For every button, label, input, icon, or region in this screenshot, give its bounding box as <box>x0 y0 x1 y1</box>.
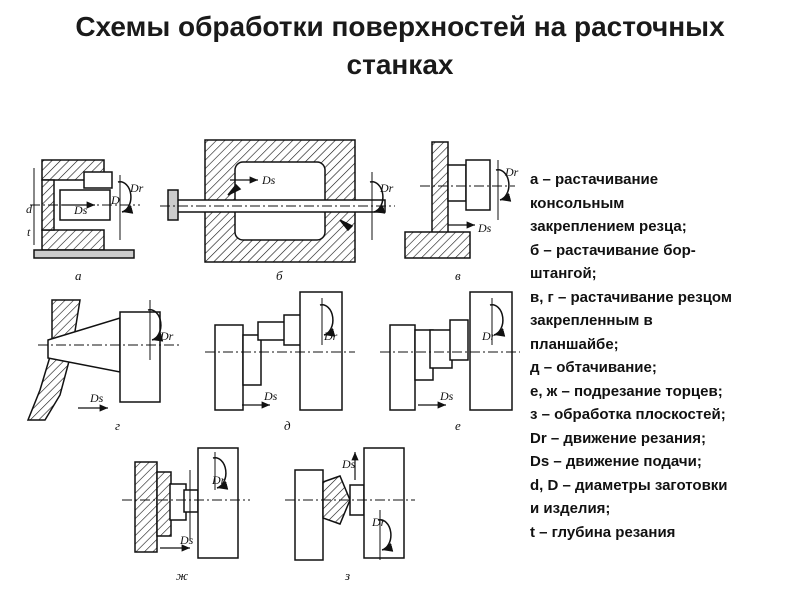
legend: а – растачивание консольным закреплением… <box>530 168 795 544</box>
legend-line: d, D – диаметры заготовки <box>530 476 728 494</box>
legend-line: д – обтачивание; <box>530 359 657 376</box>
legend-line: б – растачивание бор- <box>530 241 696 259</box>
legend-line: а – растачивание <box>530 171 659 188</box>
page-title: Схемы обработки поверхностей на расточны… <box>0 8 800 84</box>
label-a-d-small: d <box>26 202 33 216</box>
figure-z <box>285 447 415 561</box>
figure-d <box>205 291 355 411</box>
legend-line: Ds – движение подачи; <box>530 453 702 470</box>
legend-line: закрепленным в <box>530 312 653 329</box>
label-b-dr: Dr <box>379 181 394 195</box>
label-g-dr: Dr <box>159 329 174 343</box>
label-z-dr: Dr <box>371 515 386 529</box>
figure-b <box>160 139 395 263</box>
caption-a: а <box>75 268 82 283</box>
caption-z: з <box>344 568 350 583</box>
legend-line: в, г – растачивание резцом <box>530 288 732 306</box>
label-d-dr: Dr <box>323 329 338 343</box>
label-v-ds: Ds <box>477 221 492 235</box>
label-b-ds: Ds <box>261 173 276 187</box>
label-z-ds: Ds <box>341 457 356 471</box>
legend-line: консольным <box>530 194 625 212</box>
legend-line: и изделия; <box>530 500 611 517</box>
label-a-ds: Ds <box>73 203 88 217</box>
label-a-dr: Dr <box>129 181 144 195</box>
label-e-ds: Ds <box>439 389 454 403</box>
caption-d: д <box>284 418 291 433</box>
caption-g: г <box>115 418 120 433</box>
legend-line: штангой; <box>530 265 597 282</box>
legend-line: закреплением резца; <box>530 218 687 235</box>
label-e-dr: Dr <box>481 329 496 343</box>
title-line-2: станках <box>346 49 454 80</box>
title-line-1: Схемы обработки поверхностей на расточны… <box>75 11 725 42</box>
label-zh-ds: Ds <box>179 533 194 547</box>
legend-line: Dr – движение резания; <box>530 429 707 447</box>
label-a-d-large: D <box>110 193 120 207</box>
figure-e <box>380 291 520 411</box>
legend-line: планшайбе; <box>530 335 619 353</box>
figure-g <box>26 299 180 421</box>
figure-a <box>30 159 140 259</box>
legend-line: е, ж – подрезание торцев; <box>530 382 723 400</box>
caption-v: в <box>455 268 461 283</box>
label-v-dr: Dr <box>504 165 519 179</box>
caption-b: б <box>276 268 283 283</box>
legend-line: з – обработка плоскостей; <box>530 406 726 423</box>
caption-e: е <box>455 418 461 433</box>
figure-v <box>404 141 515 259</box>
label-a-t: t <box>27 225 31 239</box>
label-g-ds: Ds <box>89 391 104 405</box>
legend-line: t – глубина резания <box>530 523 676 541</box>
label-d-ds: Ds <box>263 389 278 403</box>
label-zh-dr: Dr <box>211 473 226 487</box>
figure-zh <box>122 447 250 559</box>
caption-zh: ж <box>176 568 188 583</box>
